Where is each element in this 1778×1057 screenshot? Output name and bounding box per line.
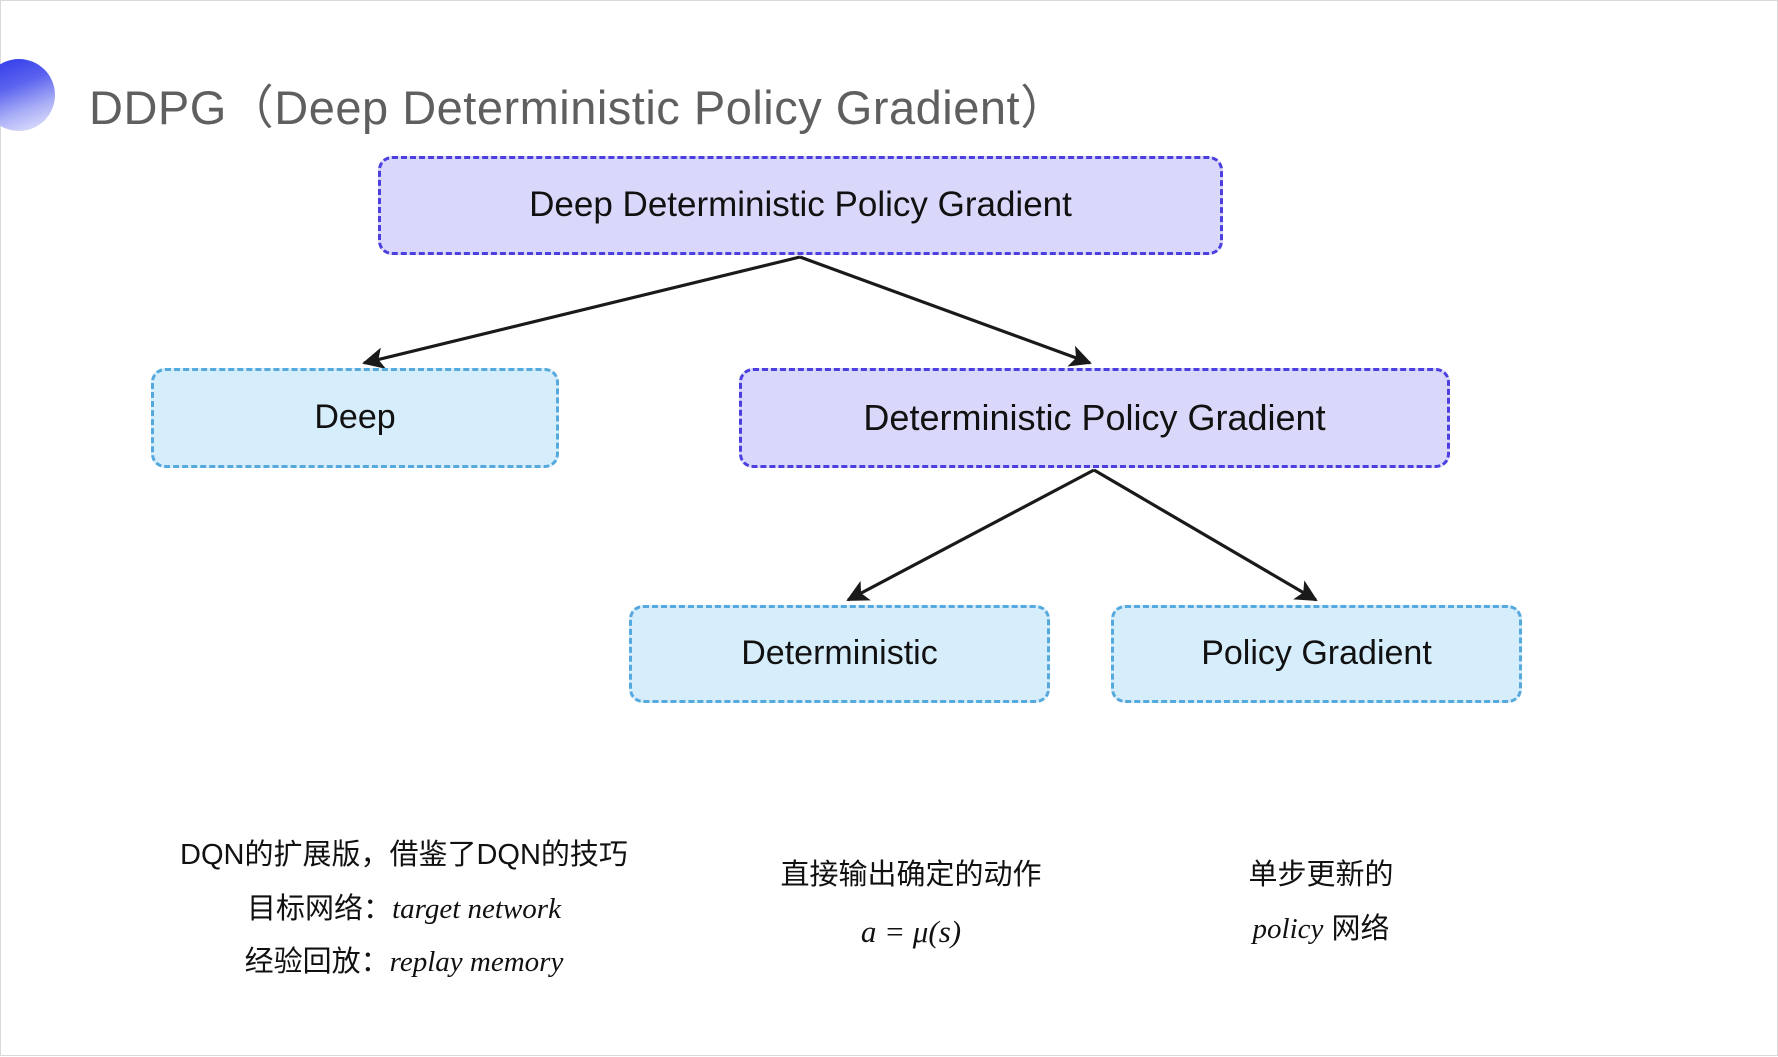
node-root[interactable]: Deep Deterministic Policy Gradient xyxy=(378,156,1223,255)
caption-deterministic: 直接输出确定的动作 a = μ(s) xyxy=(741,849,1081,960)
node-det-label: Deterministic xyxy=(741,634,938,673)
page-title: DDPG（Deep Deterministic Policy Gradient） xyxy=(89,81,1068,134)
caption-deep: DQN的扩展版，借鉴了DQN的技巧 目标网络：target network 经验… xyxy=(149,829,659,990)
node-pg-label: Policy Gradient xyxy=(1201,634,1432,673)
node-deterministic[interactable]: Deterministic xyxy=(629,605,1050,703)
caption-det-line1: 直接输出确定的动作 xyxy=(780,859,1042,891)
node-root-label: Deep Deterministic Policy Gradient xyxy=(529,185,1072,225)
caption-pg-line2: policy 网络 xyxy=(1141,903,1501,957)
node-deep[interactable]: Deep xyxy=(151,368,559,468)
node-deterministic-policy-gradient[interactable]: Deterministic Policy Gradient xyxy=(739,368,1450,468)
edge-root-to-deep xyxy=(362,255,801,369)
edge-root-to-dpg xyxy=(799,255,1092,367)
caption-deep-line2-label: 目标网络： xyxy=(247,892,393,925)
edge-dpg-to-pg xyxy=(1093,468,1318,602)
caption-deep-line1: DQN的扩展版，借鉴了DQN的技巧 xyxy=(180,839,628,871)
caption-deep-line2: 目标网络：target network xyxy=(149,883,659,937)
node-deep-label: Deep xyxy=(314,398,396,437)
caption-pg-line2-suffix: 网络 xyxy=(1323,912,1390,945)
caption-pg-line2-term: policy xyxy=(1252,912,1324,945)
edge-dpg-to-det xyxy=(846,468,1095,602)
node-dpg-label: Deterministic Policy Gradient xyxy=(863,397,1326,439)
caption-det-formula: a = μ(s) xyxy=(860,913,962,949)
caption-policy-gradient: 单步更新的 policy 网络 xyxy=(1141,849,1501,956)
gradient-circle-icon xyxy=(0,59,55,131)
caption-deep-line3-term: replay memory xyxy=(389,946,564,979)
node-policy-gradient[interactable]: Policy Gradient xyxy=(1111,605,1522,703)
caption-deep-line2-term: target network xyxy=(392,892,561,925)
caption-deep-line3-label: 经验回放： xyxy=(244,946,390,979)
caption-deep-line3: 经验回放：replay memory xyxy=(149,936,659,990)
caption-pg-line1: 单步更新的 xyxy=(1248,859,1394,891)
